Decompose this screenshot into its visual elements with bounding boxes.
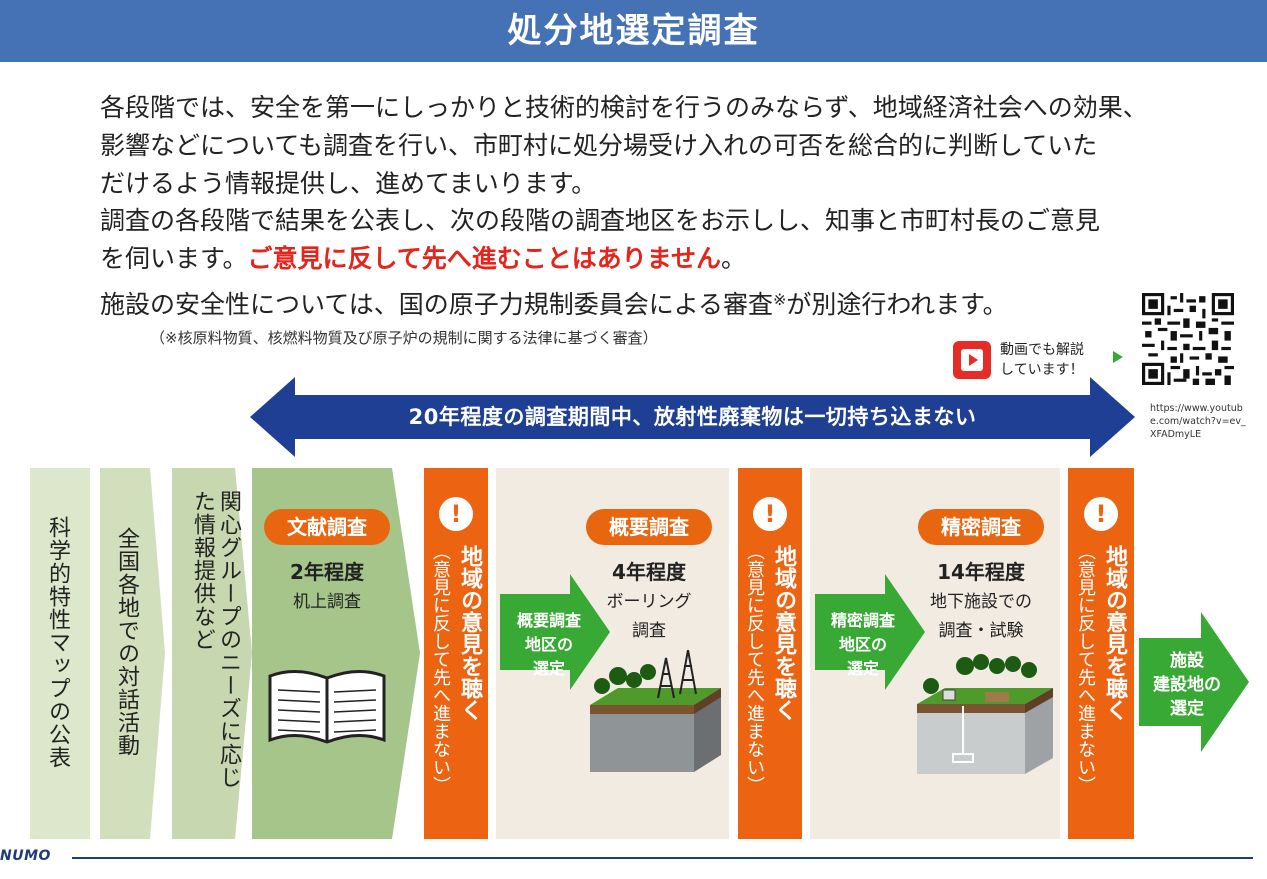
intro-line: 影響などについても調査を行い、市町村に処分場受け入れの可否を総合的に判断していた xyxy=(100,131,1098,160)
listen-sub-3: （意見に反して先へ進まない） xyxy=(1075,542,1096,794)
final-selection-label: 施設 建設地の 選定 xyxy=(1142,649,1232,721)
video-caption: 動画でも解説 しています！ xyxy=(1000,340,1084,380)
listen-sub-2: （意見に反して先へ進まない） xyxy=(744,542,765,794)
pre-step-2: 全国各地での対話活動 xyxy=(114,527,139,757)
selection-line: 精密調査 xyxy=(830,611,895,630)
video-caption-line: 動画でも解説 xyxy=(1000,342,1084,358)
pre-step-1: 科学的特性マップの公表 xyxy=(45,516,70,769)
emphasis-text: ご意見に反して先へ進むことはありません xyxy=(247,244,722,273)
title-bar: 処分地選定調査 xyxy=(0,0,1267,62)
stage-2-years: 4年程度 xyxy=(612,560,686,584)
exclamation-icon: ! xyxy=(1084,497,1118,531)
selection-label-2: 概要調査 地区の 選定 xyxy=(504,609,594,681)
underground-facility-illustration xyxy=(917,654,1053,774)
footnote-mark: ※ xyxy=(773,290,787,309)
youtube-icon[interactable] xyxy=(953,341,991,379)
stage-3-years: 14年程度 xyxy=(937,560,1025,584)
selection-arrow-3 xyxy=(815,574,925,690)
book-icon xyxy=(268,670,386,744)
intro-line: 各段階では、安全を第一にしっかりと技術的検討を行うのみならず、地域経済社会への効… xyxy=(100,93,1148,122)
footnote: （※核原料物質、核燃料物質及び原子炉の規制に関する法律に基づく審査） xyxy=(150,329,658,347)
selection-line: 地区の xyxy=(838,635,887,654)
stage-3-desc: 地下施設での 調査・試験 xyxy=(896,588,1066,646)
pre-step-chevrons xyxy=(30,468,420,839)
intro-paragraph-1: 各段階では、安全を第一にしっかりと技術的検討を行うのみならず、地域経済社会への効… xyxy=(100,89,1148,203)
listen-main-1: 地域の意見を聴く xyxy=(457,545,482,721)
numo-logo: NUMO xyxy=(0,848,51,864)
final-line: 建設地の xyxy=(1153,675,1221,695)
intro-line: を伺います。ご意見に反して先へ進むことはありません。 xyxy=(100,240,1100,278)
stage-1-years: 2年程度 xyxy=(290,560,364,584)
selection-arrow-2 xyxy=(500,574,610,690)
intro-line: だけるよう情報提供し、進めてまいります。 xyxy=(100,169,597,198)
selection-label-3: 精密調査 地区の 選定 xyxy=(818,609,908,681)
stage-3-title: 精密調査 xyxy=(918,509,1044,545)
final-line: 施設 xyxy=(1170,651,1204,671)
listen-main-3: 地域の意見を聴く xyxy=(1102,545,1127,721)
stage-2-desc-line: ボーリング xyxy=(606,592,692,612)
exclamation-icon: ! xyxy=(439,497,473,531)
video-caption-line: しています！ xyxy=(1000,362,1084,378)
listen-sub-1: （意見に反して先へ進まない） xyxy=(430,542,451,794)
exclamation-icon: ! xyxy=(753,497,787,531)
intro-paragraph-2: 調査の各段階で結果を公表し、次の段階の調査地区をお示しし、知事と市町村長のご意見… xyxy=(100,202,1100,278)
selection-line: 地区の xyxy=(524,635,573,654)
footer-divider xyxy=(72,857,1253,859)
listen-main-2: 地域の意見を聴く xyxy=(771,545,796,721)
intro-text: が別途行われます。 xyxy=(786,290,1008,319)
intro-line: 調査の各段階で結果を公表し、次の段階の調査地区をお示しし、知事と市町村長のご意見 xyxy=(100,206,1101,235)
selection-line: 概要調査 xyxy=(516,611,581,630)
selection-line: 選定 xyxy=(846,659,879,678)
boring-survey-illustration xyxy=(590,650,721,772)
stage-2-desc: ボーリング 調査 xyxy=(574,588,724,646)
period-arrow-label: 20年程度の調査期間中、放射性廃棄物は一切持ち込まない xyxy=(408,405,977,429)
final-selection-arrow xyxy=(1139,612,1249,752)
stage-1-desc: 机上調査 xyxy=(293,592,361,612)
page-title: 処分地選定調査 xyxy=(507,11,760,51)
final-line: 選定 xyxy=(1170,699,1204,719)
pre-step-3: 関心グループのニーズに応じた情報提供など xyxy=(190,490,241,789)
intro-text: 。 xyxy=(721,244,747,273)
arrow-right-icon xyxy=(1113,351,1123,363)
stage-2-title: 概要調査 xyxy=(586,509,712,545)
intro-text: を伺います。 xyxy=(100,244,248,273)
video-url[interactable]: https://www.youtube.com/watch?v=ev_XFADm… xyxy=(1150,403,1246,440)
stage-3-desc-line: 調査・試験 xyxy=(938,621,1024,641)
stage-3-desc-line: 地下施設での xyxy=(930,592,1032,612)
stage-1-title: 文献調査 xyxy=(264,509,390,545)
intro-text: 施設の安全性については、国の原子力規制委員会による審査 xyxy=(100,290,774,319)
period-double-arrow xyxy=(250,377,1135,457)
qr-code[interactable] xyxy=(1142,293,1234,385)
stage-2-desc-line: 調査 xyxy=(632,621,666,641)
selection-line: 選定 xyxy=(532,659,565,678)
intro-paragraph-3: 施設の安全性については、国の原子力規制委員会による審査※が別途行われます。 xyxy=(100,281,1008,324)
